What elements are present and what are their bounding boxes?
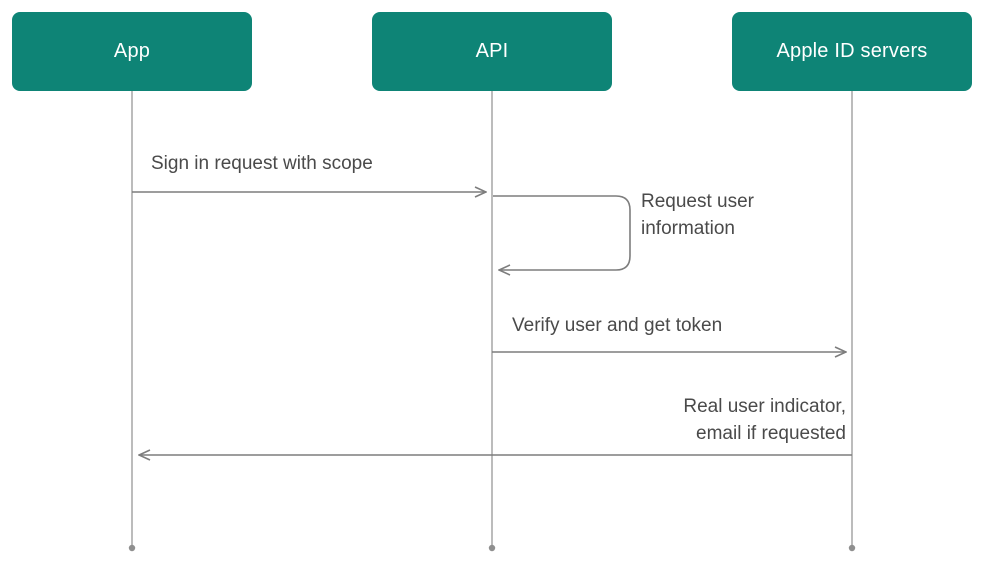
label-line-1: Request user xyxy=(641,191,755,212)
label-line-1: Real user indicator, xyxy=(683,396,846,417)
actor-box-apple-id-servers: Apple ID servers xyxy=(732,12,972,91)
actor-label-apple-id-servers: Apple ID servers xyxy=(776,40,928,62)
actor-label-api: API xyxy=(475,40,509,62)
arrow-request-user-information-self-loop xyxy=(493,195,631,270)
message-label-verify-user-get-token: Verify user and get token xyxy=(512,315,723,336)
actor-label-app: App xyxy=(113,40,151,62)
message-label-request-user-information: Request user information xyxy=(641,188,754,242)
actor-box-api: API xyxy=(372,12,612,91)
lifeline-end-dot-api xyxy=(488,544,496,552)
label-line-2: information xyxy=(641,218,735,239)
actor-box-app: App xyxy=(12,12,252,91)
lifelines xyxy=(128,91,856,552)
lifeline-end-dot-apple-id-servers xyxy=(848,544,856,552)
lifeline-end-dot-app xyxy=(128,544,136,552)
message-arrows xyxy=(132,192,852,455)
message-label-real-user-indicator: Real user indicator, email if requested xyxy=(683,393,846,447)
message-label-sign-in-request: Sign in request with scope xyxy=(151,153,373,174)
label-line-2: email if requested xyxy=(696,423,846,444)
